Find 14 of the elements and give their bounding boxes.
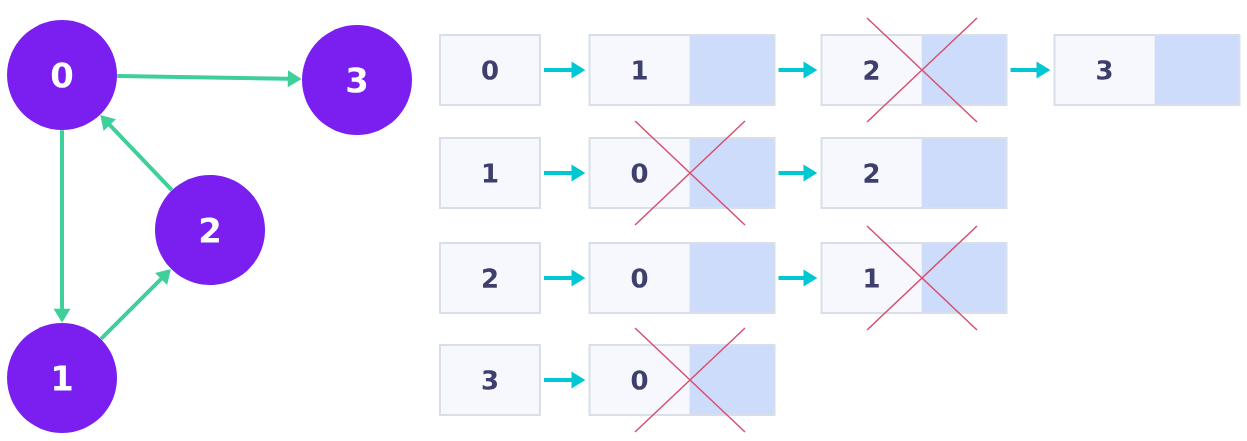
arrow	[99, 269, 171, 341]
list-node-box: 0	[588, 242, 776, 314]
list-node-box: 1	[588, 34, 776, 106]
list-node-box: 3	[1053, 34, 1241, 106]
list-node-box: 0	[588, 344, 776, 416]
list-node-box: 2	[820, 34, 1008, 106]
list-node-box: 2	[820, 137, 1008, 209]
head-box: 0	[439, 34, 541, 106]
head-box: 2	[439, 242, 541, 314]
head-box: 3	[439, 344, 541, 416]
head-box: 1	[439, 137, 541, 209]
list-node-box: 1	[820, 242, 1008, 314]
arrow	[100, 115, 174, 192]
list-node-box: 0	[588, 137, 776, 209]
